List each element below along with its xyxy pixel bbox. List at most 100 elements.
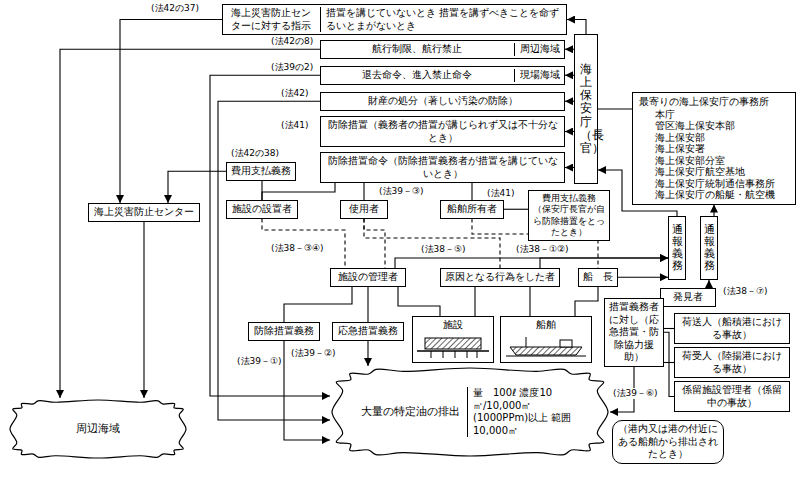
node-text: 原因となる行為をした者 [445, 271, 555, 284]
node-text: 海上保安署 [639, 143, 705, 155]
water-line [506, 355, 586, 356]
cooperation-box: 措置義務者に対し（応急措置・防除協力援助） [604, 298, 664, 367]
node-text: 航行制限、航行禁止 [325, 43, 509, 56]
node-text: 最寄りの海上保安庁の事務所 [639, 96, 769, 109]
connector [367, 287, 368, 323]
node-text: 防除措置命令（防除措置義務者が措置を講じていないとき） [325, 155, 560, 180]
node-text: 施設の設置者 [232, 203, 292, 216]
node-text: 周辺海域 [76, 422, 120, 436]
connector [504, 209, 528, 210]
connector [618, 277, 668, 278]
connector [565, 75, 574, 76]
measure-box: 航行制限、航行禁止周辺海域 [320, 40, 565, 59]
node-text: 海上保安庁の船艇・航空機 [639, 189, 775, 201]
node-text: 海上保安庁航空基地 [639, 166, 745, 178]
party-box: 係留施設管理者（係留中の事故） [674, 381, 790, 412]
pile-line [477, 351, 478, 358]
node-text: （保安庁長官が自ら防除措置をとったとき） [533, 204, 605, 238]
pile-line [431, 351, 432, 358]
node-text: 施設 [443, 319, 463, 332]
pile-line [443, 351, 444, 358]
party-box: 荷送人（船積港における事故） [674, 313, 790, 344]
law-reference: (法39－⑥) [612, 388, 659, 399]
ship-illustration [506, 334, 586, 360]
center-box: 海上災害防止センター [88, 203, 200, 222]
duty-box: 費用支払義務 [226, 162, 296, 181]
connector [398, 287, 440, 317]
node-text: 船舶所有者 [447, 203, 497, 216]
ship-box: 船舶 [500, 316, 592, 363]
connector [474, 287, 475, 317]
node-text: 現場海域 [514, 69, 560, 82]
law-reference: (法39－②) [290, 348, 337, 359]
node-text: 荷送人（船積港における事故） [679, 316, 785, 341]
law-reference: (法42) [280, 88, 309, 99]
connector [363, 183, 364, 200]
connector [262, 183, 335, 200]
connector [598, 108, 632, 109]
ship-hull [510, 347, 582, 355]
connector [565, 101, 574, 102]
duty-box: 防除措置義務 [248, 322, 320, 341]
connector [565, 49, 574, 50]
node-text: 費用支払義務 [231, 165, 291, 178]
node-text: 海上保安部 [639, 132, 705, 144]
law-reference: (法42の38) [230, 148, 280, 159]
connector [575, 287, 598, 317]
connector [565, 167, 574, 168]
node-text: 措置を講じていないとき 措置を講ずべきことを命ずるいとまがないとき [320, 7, 562, 32]
cloud-shape [332, 368, 608, 456]
dashed-connector [364, 219, 385, 269]
ground-line [417, 350, 489, 352]
party-box: 原因となる行為をした者 [440, 268, 560, 287]
pile-line [455, 351, 456, 358]
law-reference: (法42の37) [150, 3, 200, 14]
connector [471, 183, 472, 200]
node-text: 海上災害防止センターに対する指示 [227, 7, 315, 32]
node-text: 係留施設管理者（係留中の事故） [679, 384, 785, 409]
node-text: 防除措置（義務者の措置が講じられず又は不十分なとき） [325, 119, 560, 144]
measure-box: 防除措置命令（防除措置義務者が措置を講じていないとき） [320, 152, 565, 183]
law-reference: (法41) [280, 120, 309, 131]
node-text: 大量の特定油の排出 [358, 405, 462, 419]
connector [367, 341, 368, 367]
law-reference: (法42の8) [270, 36, 314, 47]
facility-block [425, 338, 481, 349]
node-text: 費用支払義務 [542, 193, 596, 204]
connector [218, 101, 330, 420]
node-text: 防除措置義務 [254, 325, 314, 338]
oil-spill-cloud: 大量の特定油の排出量 100ℓ 濃度10㎥/10,000㎡(1000PPm)以上… [330, 366, 610, 458]
node-text: 海上保安庁（長官） [580, 63, 592, 155]
node-text: 通報義務 [704, 224, 715, 272]
node-text: 措置義務者に対し（応急措置・防除協力援助） [609, 301, 659, 364]
law-reference: (法39の2) [270, 62, 314, 73]
node-text: 退去命令、進入禁止命令 [325, 69, 509, 82]
measure-box: 財産の処分（著しい汚染の防除） [320, 92, 565, 111]
law-reference: (法38－①②) [515, 244, 570, 255]
law-reference: (法39－①) [236, 356, 283, 367]
party-box: 使用者 [340, 200, 388, 219]
node-text: 海上保安部分室 [639, 155, 725, 167]
party-box: 船舶所有者 [440, 200, 504, 219]
node-text: 荷受人（陸揚港における事故） [679, 350, 785, 375]
connector [529, 287, 530, 317]
party-box: 施設の管理者 [330, 268, 406, 287]
node-text: 管区海上保安本部 [639, 120, 735, 132]
node-text: 船舶 [536, 319, 556, 332]
dashed-connector [364, 219, 500, 269]
node-text: 周辺海域 [514, 43, 560, 56]
connector [261, 181, 262, 201]
report-duty-box: 通報義務 [668, 216, 686, 280]
connector [708, 280, 709, 288]
ship-mast [526, 337, 527, 347]
node-text: 船 長 [583, 271, 613, 284]
node-text: 応急措置義務 [338, 325, 398, 338]
party-box: 船 長 [578, 268, 618, 287]
ship-bridge [560, 340, 572, 347]
node-text: 本庁 [639, 109, 675, 121]
facility-box: 施設 [412, 316, 494, 363]
connector [143, 222, 144, 399]
measure-box: 防除措置（義務者の措置が講じられず又は不十分なとき） [320, 116, 565, 147]
